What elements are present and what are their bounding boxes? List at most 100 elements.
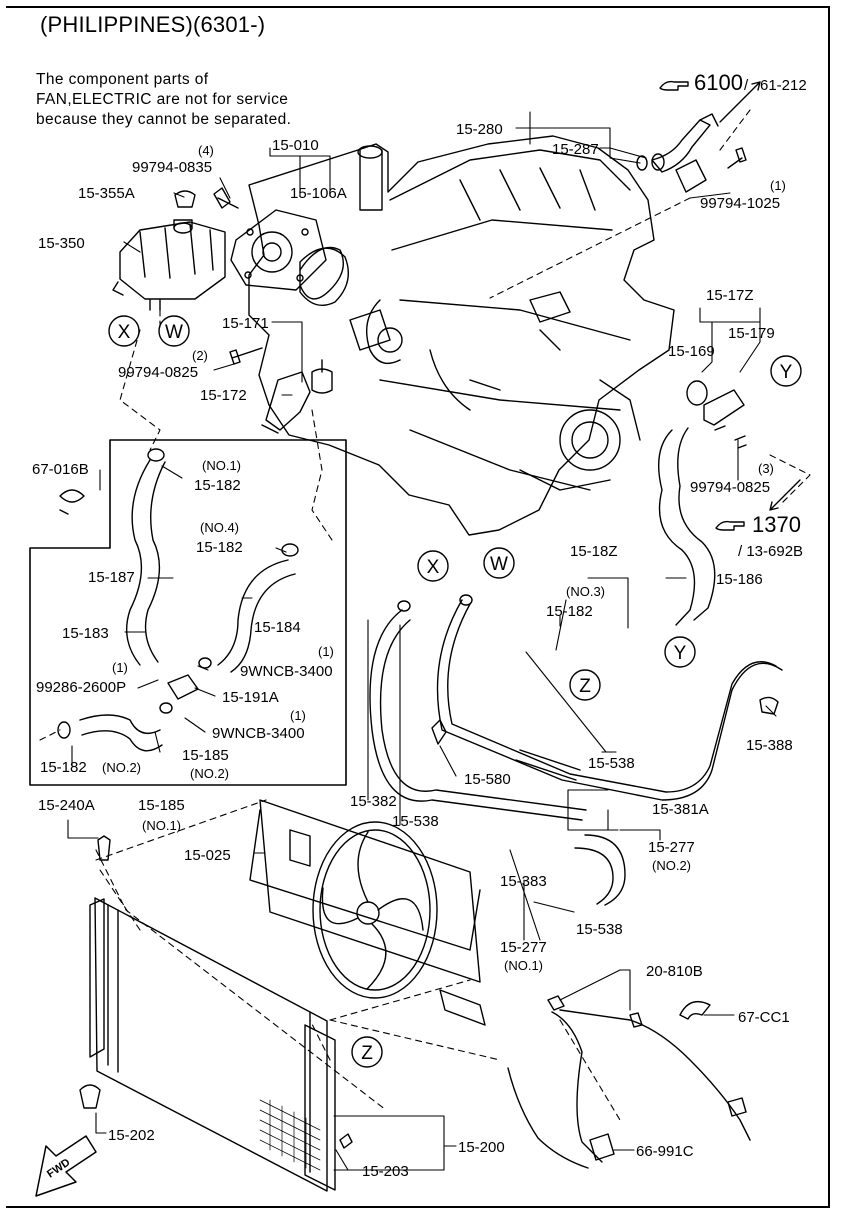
fwd-label: FWD <box>45 1157 73 1181</box>
label-15-182-d: 15-182 <box>546 603 593 620</box>
qty-1c: (1) <box>112 660 128 675</box>
note-line-2: FAN,ELECTRIC are not for service <box>36 91 289 108</box>
label-no2-c: (NO.2) <box>652 858 691 873</box>
ref-6100-sep: / <box>744 77 749 94</box>
callout-w-label-1: W <box>165 322 183 343</box>
callout-z-label-1: Z <box>579 676 591 697</box>
ref-arrow-1370 <box>769 479 801 511</box>
label-15-169: 15-169 <box>668 343 715 360</box>
label-15-182-b: 15-182 <box>196 539 243 556</box>
leader-lines <box>67 111 777 1171</box>
label-15-538-c: 15-538 <box>576 921 623 938</box>
label-15-172: 15-172 <box>200 387 247 404</box>
qty-1b: (1) <box>318 644 334 659</box>
label-no1-c: (NO.1) <box>504 958 543 973</box>
label-no1-b: (NO.1) <box>142 818 181 833</box>
water-pipe-15-280 <box>636 113 747 193</box>
label-66-991C: 66-991C <box>636 1143 694 1160</box>
callout-w-label-2: W <box>490 554 508 575</box>
label-99794-0825-b: 99794-0825 <box>690 479 770 496</box>
callout-w-1 <box>158 315 190 347</box>
qty-4: (4) <box>198 143 214 158</box>
label-15-538-a: 15-538 <box>588 755 635 772</box>
connector-66-991C <box>589 1097 747 1161</box>
label-15-280: 15-280 <box>456 121 503 138</box>
label-20-810B: 20-810B <box>646 963 703 980</box>
hose-15-381A <box>436 594 783 801</box>
label-99794-0825-a: 99794-0825 <box>118 364 198 381</box>
thermostat <box>311 359 333 394</box>
hose-15-382 <box>369 600 587 821</box>
note-line-3: because they cannot be separated. <box>36 111 292 128</box>
clamp-15-388 <box>759 696 779 715</box>
callout-z-label-2: Z <box>361 1043 373 1064</box>
label-no2-a: (NO.2) <box>190 766 229 781</box>
callout-y-label-1: Y <box>780 362 793 383</box>
callout-w-2 <box>483 547 515 579</box>
callout-x-1 <box>108 315 140 347</box>
qty-1d: (1) <box>290 708 306 723</box>
label-no2-b: (NO.2) <box>102 760 141 775</box>
clip-67-CC1 <box>679 1001 711 1020</box>
label-15-355A: 15-355A <box>78 185 135 202</box>
label-no4: (NO.4) <box>200 520 239 535</box>
fwd-arrow <box>35 1135 97 1197</box>
label-15-191A: 15-191A <box>222 689 279 706</box>
harness-66-991C <box>507 1009 751 1169</box>
ref-13-692B: / 13-692B <box>738 543 803 560</box>
label-9WNCB-3400-b: 9WNCB-3400 <box>212 725 305 742</box>
label-15-203: 15-203 <box>362 1163 409 1180</box>
hand-pointer-icon-2 <box>715 520 745 531</box>
ref-61-212: 61-212 <box>760 77 807 94</box>
connector-20-810B <box>547 995 643 1028</box>
page-border <box>6 6 830 1208</box>
label-no1-a: (NO.1) <box>202 458 241 473</box>
qty-1a: (1) <box>770 178 786 193</box>
label-99286-2600P: 99286-2600P <box>36 679 126 696</box>
callout-z-1 <box>569 669 601 701</box>
label-15-277-b: 15-277 <box>500 939 547 956</box>
coolant-reservoir <box>112 190 226 311</box>
label-15-388: 15-388 <box>746 737 793 754</box>
label-15-240A: 15-240A <box>38 797 95 814</box>
label-99794-1025: 99794-1025 <box>700 195 780 212</box>
label-15-18Z: 15-18Z <box>570 543 618 560</box>
callout-y-label-2: Y <box>674 643 687 664</box>
label-15-580: 15-580 <box>464 771 511 788</box>
label-15-17Z: 15-17Z <box>706 287 754 304</box>
label-15-182-c: 15-182 <box>40 759 87 776</box>
label-15-182-a: 15-182 <box>194 477 241 494</box>
label-67-CC1: 67-CC1 <box>738 1009 790 1026</box>
label-67-016B: 67-016B <box>32 461 89 478</box>
label-15-200: 15-200 <box>458 1139 505 1156</box>
engine-block <box>248 135 675 536</box>
label-15-171: 15-171 <box>222 315 269 332</box>
inset-hoses <box>57 448 299 752</box>
gasket-15-106A <box>299 247 349 306</box>
label-15-277-a: 15-277 <box>648 839 695 856</box>
label-15-185-b: 15-185 <box>138 797 185 814</box>
label-99794-0835: 99794-0835 <box>132 159 212 176</box>
water-pump <box>213 187 344 300</box>
label-15-106A: 15-106A <box>290 185 347 202</box>
label-15-186: 15-186 <box>716 571 763 588</box>
callout-circles <box>108 315 802 1068</box>
callout-x-2 <box>417 550 449 582</box>
label-no3: (NO.3) <box>566 584 605 599</box>
label-15-025: 15-025 <box>184 847 231 864</box>
callout-y-1 <box>770 355 802 387</box>
thermostat-housing <box>261 371 311 434</box>
label-9WNCB-3400-a: 9WNCB-3400 <box>240 663 333 680</box>
radiator-15-200 <box>79 835 353 1192</box>
service-note: The component parts of FAN,ELECTRIC are … <box>36 70 291 130</box>
fan-shroud-15-025 <box>249 799 486 1026</box>
label-15-187: 15-187 <box>88 569 135 586</box>
label-15-383: 15-383 <box>500 873 547 890</box>
note-line-1: The component parts of <box>36 71 209 88</box>
label-15-538-b: 15-538 <box>392 813 439 830</box>
inset-box <box>29 439 347 786</box>
label-15-183: 15-183 <box>62 625 109 642</box>
qty-2: (2) <box>192 348 208 363</box>
callout-x-label-1: X <box>118 322 131 343</box>
